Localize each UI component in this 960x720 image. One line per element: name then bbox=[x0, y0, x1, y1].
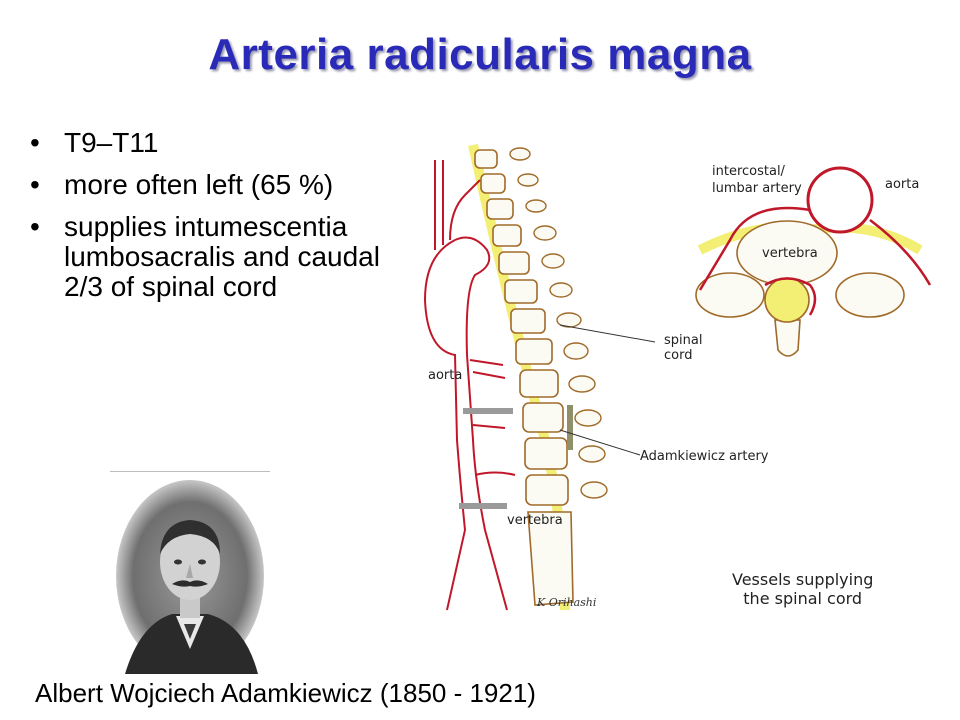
intercostal-label-line2: lumbar artery bbox=[712, 181, 802, 196]
vertebra-lower-label: vertebra bbox=[507, 513, 563, 528]
portrait-divider bbox=[110, 471, 270, 472]
bullet-dot-icon: • bbox=[30, 169, 40, 200]
author-signature: K Orihashi bbox=[536, 596, 596, 609]
bullet-dot-icon: • bbox=[30, 127, 40, 158]
bullet-text: T9–T11 bbox=[64, 127, 159, 158]
bullet-item: • T9–T11 bbox=[30, 128, 380, 158]
spine-diagram: vertebra K Orihashi bbox=[423, 143, 608, 611]
aorta-top-label: aorta bbox=[885, 177, 919, 192]
intercostal-label-line1: intercostal/ bbox=[712, 164, 786, 179]
portrait-caption: Albert Wojciech Adamkiewicz (1850 - 1921… bbox=[35, 678, 536, 708]
bullet-item: • supplies intumescentia lumbosacralis an… bbox=[30, 212, 380, 302]
aorta-side-label: aorta bbox=[428, 368, 463, 383]
spinal-cord-label: spinal cord bbox=[664, 333, 703, 363]
bullet-dot-icon: • bbox=[30, 211, 40, 242]
adamkiewicz-artery-label: Adamkiewicz artery bbox=[640, 449, 769, 464]
bullet-item: • more often left (65 %) bbox=[30, 170, 380, 200]
bullet-text: more often left (65 %) bbox=[64, 169, 334, 200]
bullet-text: supplies intumescentia lumbosacralis and… bbox=[64, 211, 380, 302]
bullet-list: • T9–T11 • more often left (65 %) • supplie… bbox=[30, 128, 380, 314]
vertebra-top-label: vertebra bbox=[762, 246, 818, 261]
slide-title: Arteria radicularis magna bbox=[208, 30, 752, 79]
vessels-caption: Vessels supplying the spinal cord bbox=[732, 570, 874, 608]
adamkiewicz-portrait bbox=[116, 480, 264, 674]
vertebra-cross-section: intercostal/ lumbar artery aorta vertebr… bbox=[695, 164, 932, 357]
